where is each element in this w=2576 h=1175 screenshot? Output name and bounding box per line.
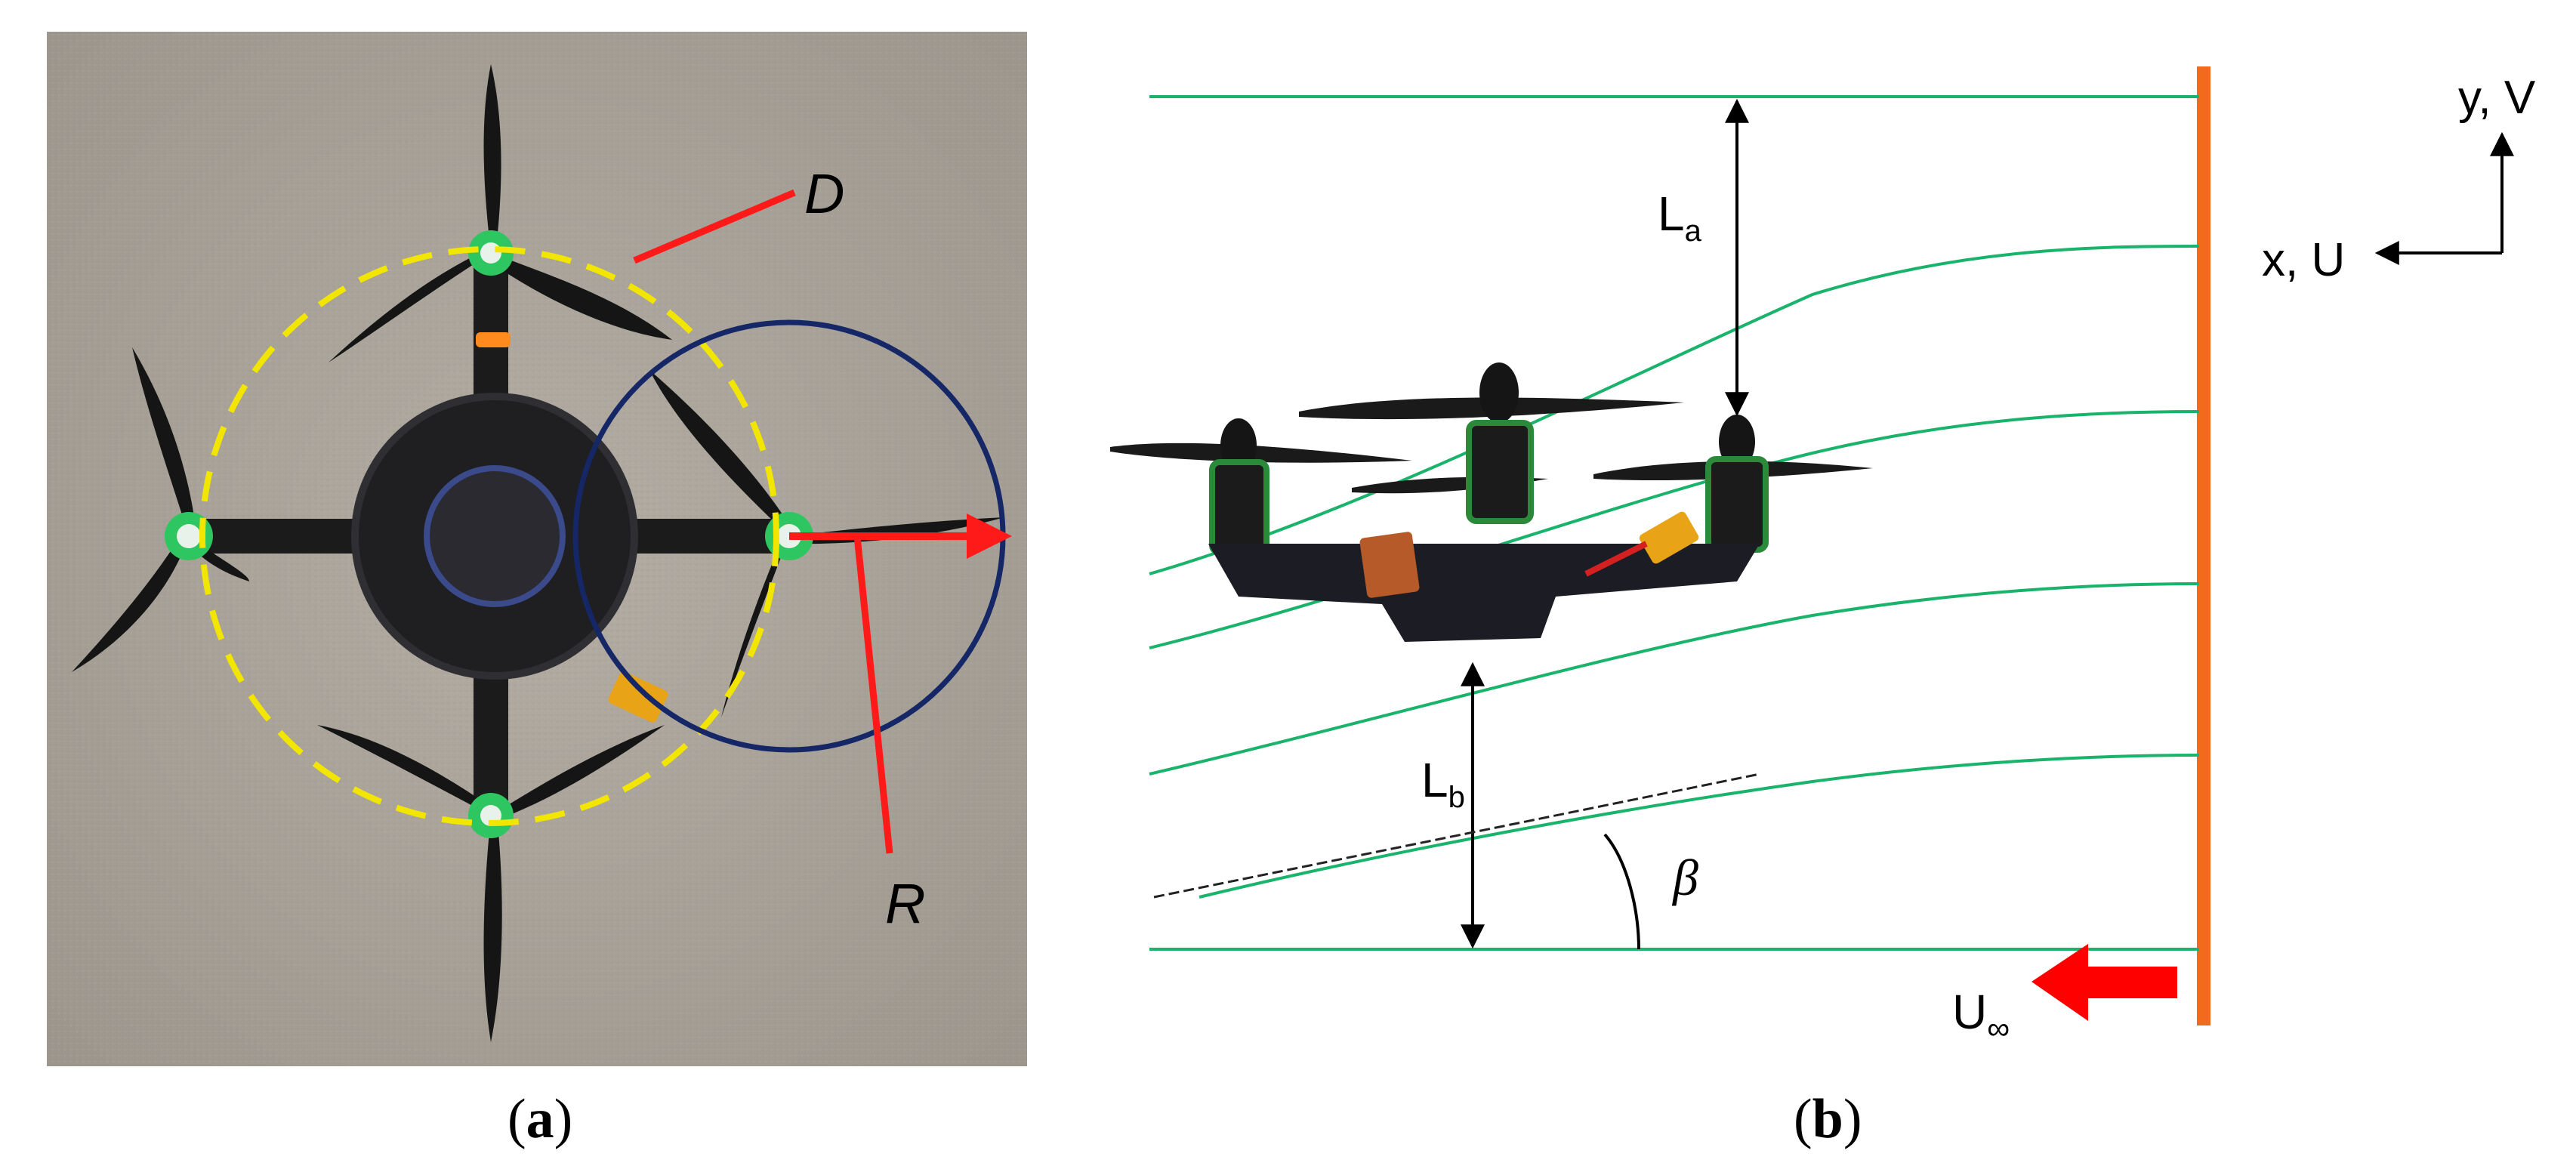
propeller-bottom <box>317 725 665 1042</box>
drone-center-inner <box>424 465 566 607</box>
side-motor-right <box>1705 456 1769 553</box>
radius-label: R <box>885 872 925 935</box>
panel-b: La Lb β U∞ y, V x, U <box>1110 66 2536 1046</box>
lb-label: Lb <box>1421 753 1465 814</box>
side-pcb <box>1359 532 1420 598</box>
drone-battery-connector <box>608 671 668 723</box>
u-inf-label: U∞ <box>1952 985 2010 1046</box>
radius-leader-line <box>853 535 893 854</box>
panel-a: D R <box>47 32 1027 1066</box>
streamline-2 <box>1149 245 2200 575</box>
side-body <box>1208 544 1760 642</box>
x-axis-label: x, U <box>2262 234 2345 286</box>
diameter-label: D <box>804 162 844 225</box>
drone-orange-wire <box>476 332 511 347</box>
beta-tangent-line <box>1153 773 1760 899</box>
side-red-wire <box>1584 541 1648 577</box>
caption-b-letter: b <box>1812 1088 1843 1150</box>
freestream-arrow <box>2031 944 2177 1021</box>
la-label: La <box>1658 187 1702 248</box>
side-motor-center <box>1466 420 1534 524</box>
side-prop-left <box>1110 443 1412 463</box>
y-axis-label: y, V <box>2458 72 2536 124</box>
quadcopter-side-view <box>1110 362 1873 642</box>
side-motor-left <box>1209 459 1269 556</box>
radius-arrow-head <box>967 513 1012 559</box>
streamline-4 <box>1149 582 2200 776</box>
streamline-5 <box>1199 754 2200 899</box>
diameter-dashed-circle <box>199 246 779 826</box>
beta-label: β <box>1671 849 1698 906</box>
caption-b: (b) <box>1794 1088 1862 1150</box>
caption-a-letter: a <box>526 1088 554 1150</box>
diameter-leader-line <box>633 189 796 264</box>
side-battery-plug <box>1639 511 1699 564</box>
caption-a: (a) <box>507 1088 573 1150</box>
beta-angle-arc <box>1603 833 1640 950</box>
